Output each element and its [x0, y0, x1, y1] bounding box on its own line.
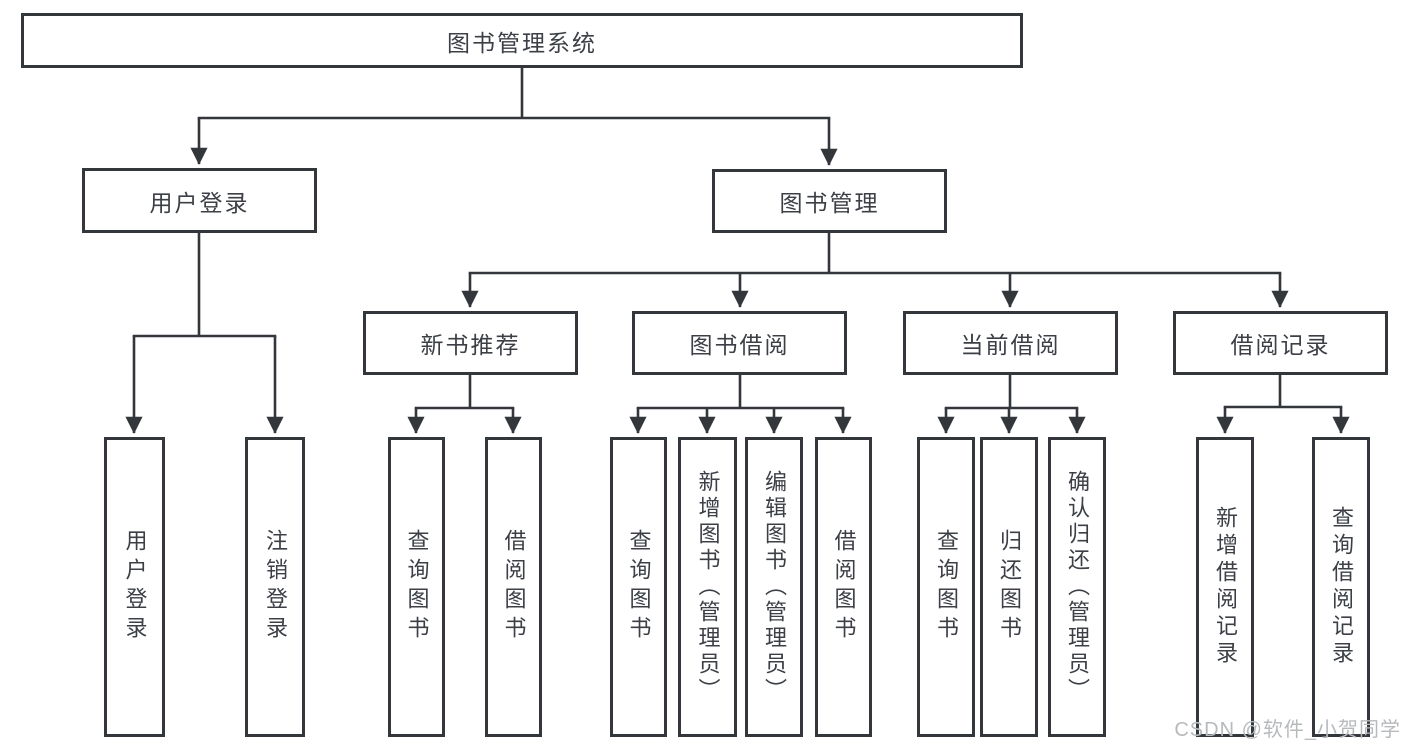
leaf-query-books: 查询图书	[610, 437, 667, 737]
leaf-user-login: 用户登录	[104, 437, 165, 737]
node-borrow-records: 借阅记录	[1173, 311, 1388, 375]
node-book-borrow: 图书借阅	[632, 311, 847, 375]
node-book-management: 图书管理	[712, 169, 947, 233]
leaf-logout: 注销登录	[245, 437, 305, 737]
leaf-confirm-return-admin: 确认归还（管理员）	[1048, 437, 1106, 737]
node-root: 图书管理系统	[21, 13, 1023, 68]
leaf-borrow-books: 借阅图书	[485, 437, 542, 737]
leaf-query-borrow-record: 查询借阅记录	[1312, 437, 1370, 737]
node-user-login: 用户登录	[82, 168, 317, 233]
leaf-edit-books-admin: 编辑图书（管理员）	[745, 437, 803, 737]
leaf-add-books-admin: 新增图书（管理员）	[678, 437, 737, 737]
leaf-query-books: 查询图书	[917, 437, 975, 737]
csdn-watermark: CSDN @软件_小贺同学	[1174, 719, 1401, 741]
node-current-borrow: 当前借阅	[903, 311, 1118, 375]
leaf-query-books: 查询图书	[388, 437, 445, 737]
node-new-book-recommend: 新书推荐	[363, 311, 578, 375]
leaf-borrow-books: 借阅图书	[815, 437, 872, 737]
leaf-add-borrow-record: 新增借阅记录	[1196, 437, 1254, 737]
leaf-return-books: 归还图书	[980, 437, 1038, 737]
